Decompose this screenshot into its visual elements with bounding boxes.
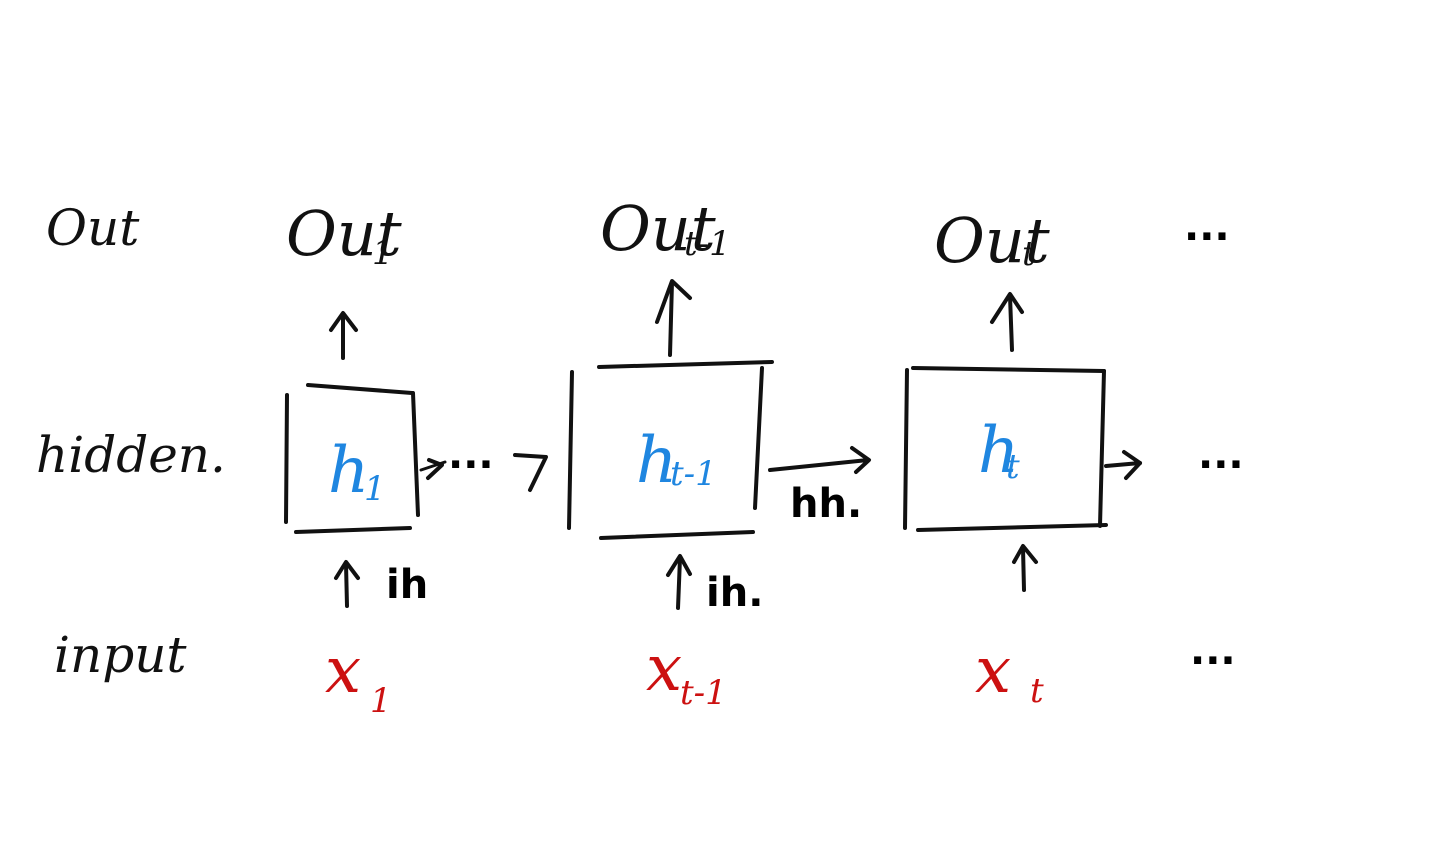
- cell-t-left-edge: [903, 368, 909, 530]
- cell-t-right-edge: [1098, 369, 1106, 528]
- cell-t-bottom-edge: [916, 523, 1108, 532]
- output-label-t: Out t: [934, 204, 1050, 277]
- output-t-sub: t: [1022, 234, 1036, 274]
- input-arrow-t-shaft: [1021, 546, 1026, 592]
- recurrent-arrow-1-chevron: [426, 458, 444, 480]
- input-arrow-t-1: ih.: [666, 554, 763, 616]
- recurrent-arrow-t-to-next: [1104, 450, 1142, 480]
- hidden-cell-1: h 1: [284, 383, 420, 534]
- recurrent-arrow-t-head: [1122, 450, 1142, 480]
- hidden-state-1-sub: 1: [364, 469, 386, 509]
- input-arrow-1: ih: [334, 560, 428, 608]
- recurrent-dots-1: ...: [448, 432, 494, 478]
- output-t-1-base: Out: [600, 192, 716, 265]
- hidden-state-t-1-sub: t-1: [670, 454, 717, 494]
- cell-1-top-edge: [306, 383, 414, 395]
- input-t-1-base: x: [646, 632, 682, 706]
- recurrent-arrow-t-shaft: [1104, 461, 1142, 468]
- input-t-sub: t: [1030, 671, 1044, 711]
- row-label-hidden: hidden.: [36, 426, 226, 484]
- weight-label-ih-2: ih.: [706, 570, 763, 616]
- hidden-state-1-base: h: [328, 434, 369, 508]
- cell-1-right-edge: [411, 391, 420, 517]
- row-label-output: Out: [46, 199, 140, 257]
- output-1-sub: 1: [372, 233, 394, 273]
- output-arrow-t-1-shaft: [668, 280, 674, 357]
- input-arrow-t-1-shaft: [676, 556, 682, 610]
- input-arrow-t: [1012, 544, 1038, 592]
- cell-t-1-top-edge: [597, 360, 774, 369]
- recurrent-arrow-t-1-head: [850, 446, 871, 474]
- recurrent-arrow-t-1-shaft: [768, 458, 870, 472]
- continuation-input: ...: [1190, 628, 1236, 674]
- cell-t-1-bottom-edge: [599, 530, 755, 540]
- input-arrow-t-head: [1012, 544, 1038, 564]
- hidden-cell-t: h t: [903, 366, 1108, 532]
- cell-t-top-edge: [911, 366, 1106, 373]
- continuation-hidden: ...: [1198, 432, 1244, 478]
- output-arrow-t-1: [655, 279, 692, 357]
- output-arrow-1: [329, 311, 358, 360]
- hidden-state-t-1-base: h: [636, 424, 677, 498]
- weight-label-ih-1: ih: [386, 562, 428, 608]
- input-label-t: x t: [975, 634, 1044, 711]
- hidden-cell-t-1: h t-1: [567, 360, 774, 540]
- output-arrow-t-1-head: [655, 279, 692, 324]
- cell-t-1-left-edge: [567, 370, 574, 530]
- input-label-1: x 1: [325, 634, 392, 721]
- output-arrow-t-head: [990, 292, 1024, 324]
- input-arrow-1-head: [334, 560, 360, 580]
- hidden-state-t-base: h: [978, 414, 1019, 488]
- cell-1-bottom-edge: [294, 526, 412, 534]
- input-1-sub: 1: [370, 681, 392, 721]
- row-label-input: input: [54, 626, 187, 684]
- output-t-1-sub: t-1: [684, 224, 731, 264]
- output-arrow-t: [990, 292, 1024, 352]
- weight-label-hh: hh.: [790, 481, 862, 527]
- input-t-1-sub: t-1: [680, 673, 727, 713]
- hidden-state-t-sub: t: [1006, 447, 1020, 487]
- recurrent-arrow-t-1-to-t: hh.: [768, 446, 871, 527]
- continuation-output: ...: [1184, 204, 1230, 250]
- output-t-base: Out: [934, 204, 1050, 277]
- input-arrow-t-1-head: [666, 554, 692, 577]
- output-1-base: Out: [286, 197, 402, 270]
- input-arrow-1-shaft: [344, 562, 349, 608]
- cell-1-left-edge: [284, 393, 289, 524]
- output-arrow-t-shaft: [1008, 294, 1014, 352]
- input-label-t-1: x t-1: [646, 632, 727, 713]
- cell-t-1-right-edge: [753, 366, 764, 510]
- recurrent-arrow-1-head: [513, 453, 548, 492]
- recurrent-arrow-1-to-next: ...: [419, 432, 548, 492]
- output-arrow-1-head: [329, 311, 358, 332]
- output-label-1: Out 1: [286, 197, 402, 273]
- input-1-base: x: [325, 634, 361, 708]
- input-t-base: x: [975, 634, 1011, 708]
- output-label-t-1: Out t-1: [600, 192, 731, 265]
